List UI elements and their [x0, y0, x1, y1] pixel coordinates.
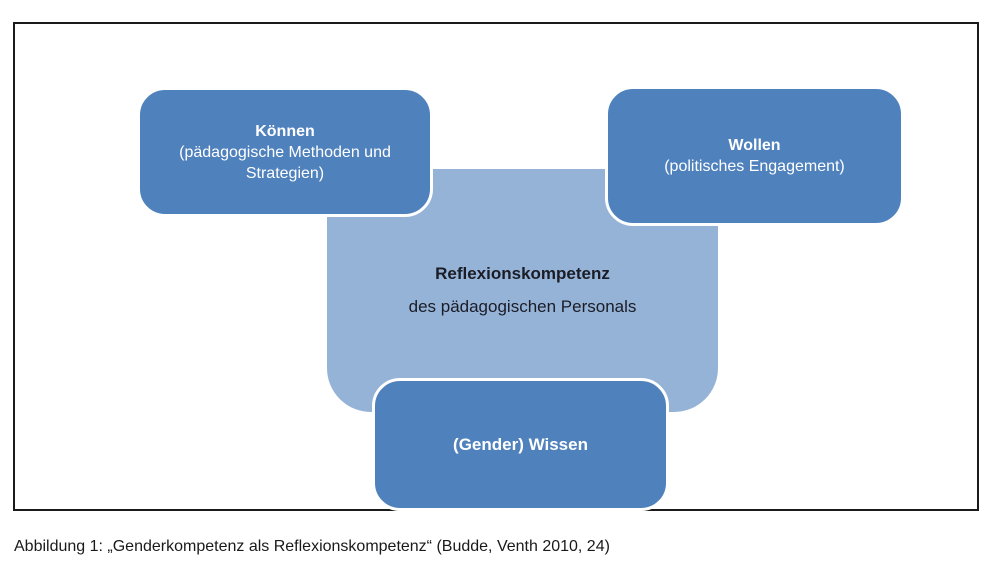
figure-frame: Reflexionskompetenz des pädagogischen Pe… [13, 22, 979, 511]
koennen-subtitle: (pädagogische Methoden und Strategien) [179, 143, 391, 182]
wollen-subtitle: (politisches Engagement) [664, 158, 845, 175]
wollen-title: Wollen [728, 137, 781, 154]
koennen-title: Können [255, 122, 315, 140]
reflexionskompetenz-subtitle: des pädagogischen Personals [408, 297, 637, 316]
koennen-box: Können (pädagogische Methoden und Strate… [137, 87, 433, 217]
gender-wissen-box: (Gender) Wissen [372, 378, 669, 511]
wollen-box: Wollen (politisches Engagement) [605, 86, 904, 226]
figure-caption: Abbildung 1: „Genderkompetenz als Reflex… [14, 538, 610, 555]
reflexionskompetenz-title: Reflexionskompetenz [435, 264, 610, 283]
gender-wissen-title: (Gender) Wissen [453, 435, 588, 454]
